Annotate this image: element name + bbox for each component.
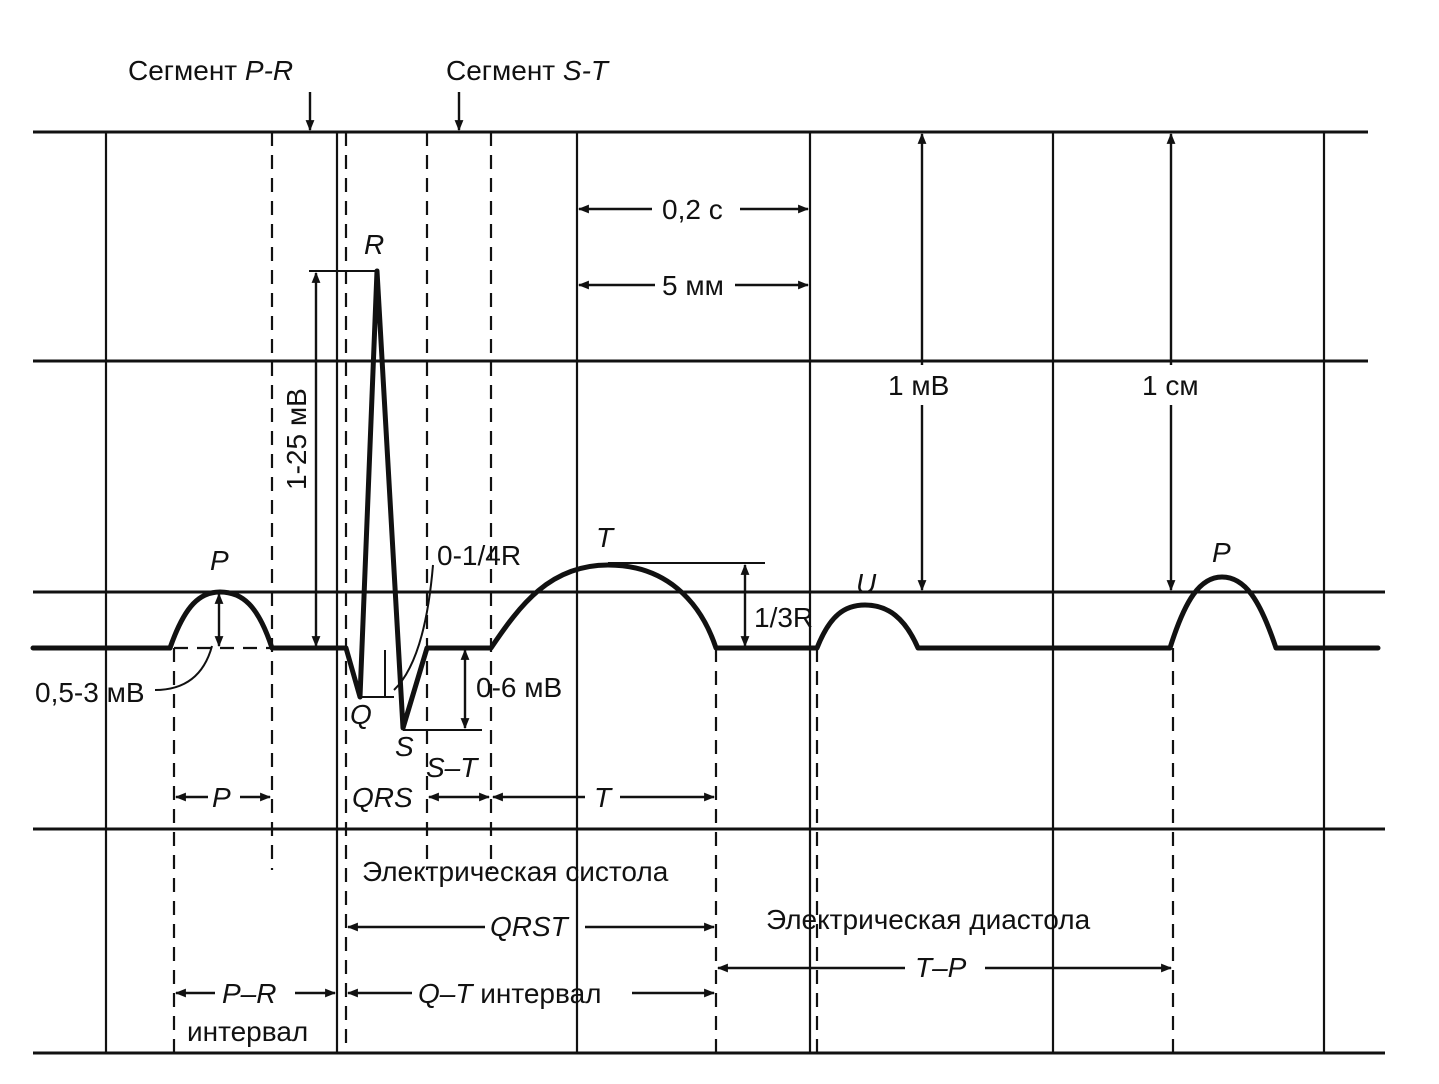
pr-interval-word: интервал	[187, 1016, 308, 1047]
time-0-2-label: 0,2 с	[662, 194, 723, 225]
p-wave-label: P	[210, 545, 229, 576]
s-depth-label: 0-6 мВ	[476, 672, 562, 703]
qrst-label: QRST	[490, 911, 570, 942]
q-wave-label: Q	[350, 699, 372, 730]
qrs-duration-label: QRS	[352, 782, 413, 813]
qt-interval-label: Q–T интервал	[418, 978, 601, 1009]
st-duration-label: S–T	[426, 752, 479, 783]
segment-st-label: Сегмент S-T	[446, 55, 610, 86]
p-duration-label: P	[212, 782, 231, 813]
t-duration-label: T	[594, 782, 613, 813]
u-wave-label: U	[856, 568, 877, 599]
p-wave-label-2: P	[1212, 537, 1231, 568]
r-amplitude-label: 1-25 мВ	[281, 388, 312, 490]
tp-label: T–P	[915, 952, 967, 983]
systole-label: Электрическая систола	[362, 856, 669, 887]
five-mm-label: 5 мм	[662, 270, 724, 301]
dashed-guides	[172, 132, 1175, 1053]
one-mv-label: 1 мВ	[888, 370, 949, 401]
t-height-label: 1/3R	[754, 602, 813, 633]
s-wave-label: S	[395, 731, 414, 762]
pr-interval-label: P–R	[222, 978, 276, 1009]
q-depth-label: 0-1/4R	[437, 540, 521, 571]
segment-pr-label: Сегмент P-R	[128, 55, 293, 86]
r-wave-label: R	[364, 229, 384, 260]
one-cm-label: 1 см	[1142, 370, 1199, 401]
diastole-label: Электрическая диастола	[766, 904, 1091, 935]
p-amplitude-label: 0,5-3 мВ	[35, 677, 145, 708]
vertical-grid	[104, 132, 1326, 1053]
horizontal-grid	[33, 130, 1385, 1055]
ecg-trace	[30, 268, 1381, 731]
t-wave-label: T	[596, 522, 615, 553]
